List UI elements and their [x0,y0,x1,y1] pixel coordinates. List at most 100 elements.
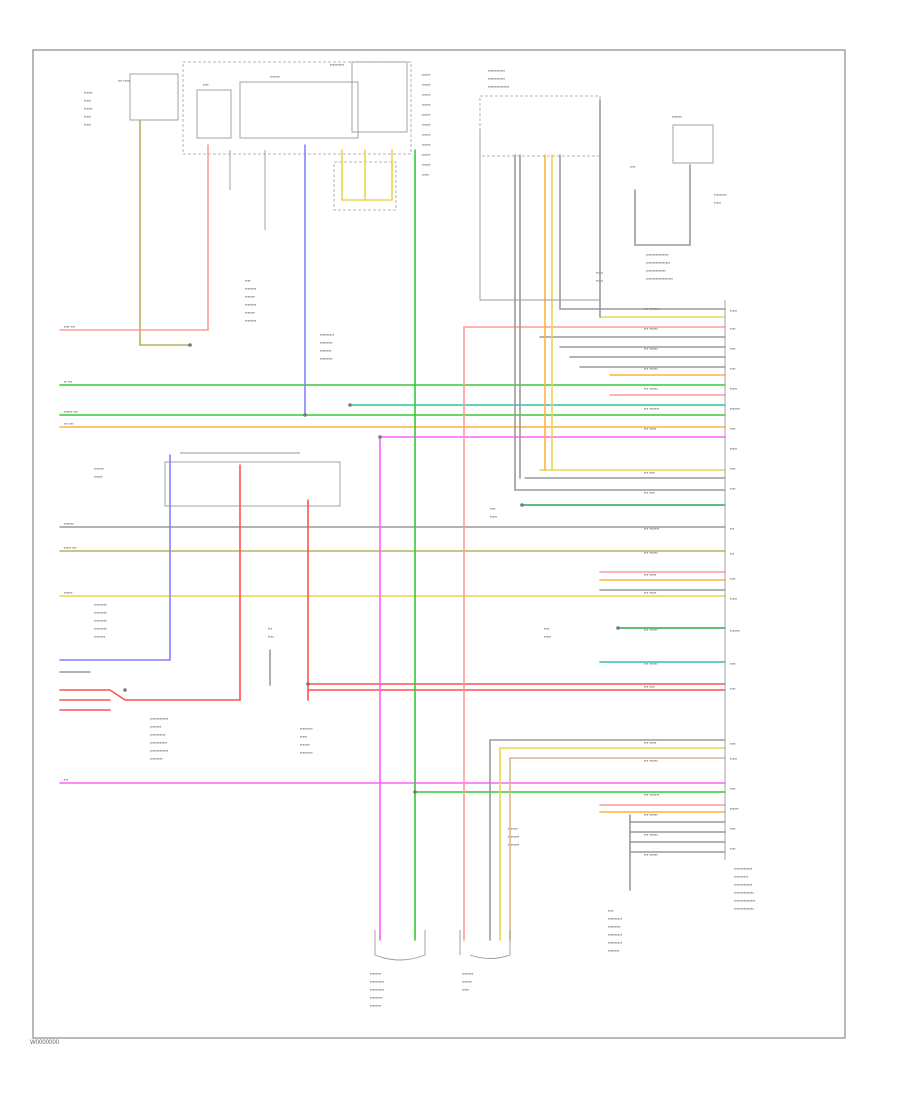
note: ▪▪▪▪▪▪▪▪▪▪ [330,62,345,67]
label: ▪▪▪ ▪▪▪▪▪ [644,740,657,745]
note: ▪▪▪▪▪▪ [422,72,431,77]
pin: ▪▪▪▪ [730,346,736,351]
note: ▪▪▪▪ [630,164,636,169]
pin: ▪▪▪▪▪▪▪ [730,628,741,633]
middle-relay-box [164,461,341,507]
note: ▪▪▪ [268,626,273,631]
wire [341,149,393,201]
note: ▪▪▪▪▪▪ [422,152,431,157]
pin: ▪▪▪▪▪ [730,446,738,451]
note: ▪▪▪▪▪▪▪▪ [150,724,162,729]
pin: ▪▪▪▪ [730,426,736,431]
ground-wires [341,149,393,201]
label: ▪▪▪ ▪▪▪▪▪▪ [644,550,658,555]
note: ▪▪▪▪▪▪▪▪▪▪▪▪▪▪▪ [488,84,510,89]
splice [348,403,352,407]
note: ▪▪▪ ▪▪▪▪▪ [118,78,131,83]
pin: ▪▪▪▪▪▪▪ [730,406,741,411]
label: ▪▪▪▪▪▪ ▪▪▪ [64,409,78,414]
note: ▪▪▪▪▪▪▪▪ [245,302,257,307]
pin: ▪▪▪▪ [730,686,736,691]
note: ▪▪▪▪▪▪▪▪▪▪▪▪▪ [734,882,753,887]
splice [520,503,524,507]
vertical-wires [59,99,691,941]
label: ▪▪▪ ▪▪▪▪▪ [644,426,657,431]
pin: ▪▪▪ [730,526,735,531]
note: ▪▪▪▪▪ [84,122,92,127]
label: ▪▪▪ ▪▪▪ [64,421,74,426]
note: ▪▪▪▪▪▪▪ [300,742,311,747]
wire [634,164,691,246]
note: ▪▪▪▪▪▪▪▪▪▪▪▪▪ [150,716,169,721]
note: ▪▪▪▪▪▪▪▪▪▪▪▪ [150,740,168,745]
splice [378,435,382,439]
note: ▪▪▪▪▪▪ [422,122,431,127]
note: ▪▪▪▪▪ [84,98,92,103]
note: ▪▪▪▪▪▪▪▪▪▪ [608,916,623,921]
note: ▪▪▪▪▪▪▪▪▪▪▪▪▪ [734,866,753,871]
note: ▪▪▪▪▪▪▪▪▪ [150,756,163,761]
pin: ▪▪▪▪ [730,466,736,471]
pin: ▪▪▪▪▪ [730,596,738,601]
note: ▪▪▪▪▪▪ [84,106,93,111]
wire [479,130,600,301]
note: ▪▪▪▪▪▪ [422,162,431,167]
note: ▪▪▪▪▪ [84,114,92,119]
note: ▪▪▪▪▪▪▪▪▪▪ [608,932,623,937]
note: ▪▪▪▪▪ [422,172,430,177]
note: ▪▪▪▪▪▪▪▪▪▪ [370,987,385,992]
label: ▪▪▪ ▪▪▪▪▪▪▪ [644,526,660,531]
horizontal-wires [59,308,726,853]
note: ▪▪▪▪▪▪▪▪▪ [320,356,333,361]
label: ▪▪▪ ▪▪▪▪ [644,490,656,495]
note: ▪▪▪▪▪▪ [422,102,431,107]
pin: ▪▪▪▪ [730,786,736,791]
note: ▪▪▪▪▪▪▪▪▪▪ [370,979,385,984]
switch-box-right [479,95,601,157]
module-box-a [196,89,232,139]
note: ▪▪▪▪▪ [462,987,470,992]
note: ▪▪▪▪▪▪▪▪▪ [94,618,107,623]
note: ▪▪▪▪▪▪▪▪ [370,971,382,976]
module-box-b [239,81,359,139]
splice [306,682,310,686]
note: ▪▪▪▪▪▪▪▪▪▪▪▪▪ [150,748,169,753]
note: ▪▪▪▪▪▪▪▪▪▪▪▪ [488,68,506,73]
pin: ▪▪▪▪▪▪ [730,806,739,811]
note: ▪▪▪▪▪▪▪▪ [508,834,520,839]
note: ▪▪▪▪▪▪▪▪ [94,634,106,639]
note: ▪▪▪▪▪▪ [422,112,431,117]
note: ▪▪▪▪ [245,278,251,283]
top-components [129,61,714,507]
note: ▪▪▪▪▪▪ [422,82,431,87]
sensor-connector [374,930,426,961]
pin: ▪▪▪▪ [730,576,736,581]
note: ▪▪▪▪▪▪▪▪ [370,1003,382,1008]
note: ▪▪▪▪ [268,634,274,639]
note: ▪▪▪▪▪▪▪▪▪▪ [608,940,623,945]
wire [59,689,241,701]
pin: ▪▪▪▪ [730,661,736,666]
label: ▪▪▪ ▪▪▪▪ [644,470,656,475]
pin: ▪▪▪ [730,551,735,556]
note: ▪▪▪▪▪▪▪▪▪▪▪▪▪▪▪ [734,898,756,903]
note: ▪▪▪▪ [608,908,614,913]
relay-box-left [129,73,179,121]
pin: ▪▪▪▪▪ [730,756,738,761]
bottom-components [374,930,511,961]
note: ▪▪▪▪ [544,626,550,631]
note: ▪▪▪▪▪▪▪▪▪▪ [320,332,335,337]
label: ▪▪▪▪▪▪ [64,590,73,595]
fuse-panel-box [182,61,412,155]
note: ▪▪▪▪▪ [714,200,722,205]
label: ▪▪▪ ▪▪▪▪ [644,684,656,689]
splice [303,413,307,417]
label: ▪▪▪ ▪▪▪▪▪▪ [644,366,658,371]
pin: ▪▪▪▪ [730,366,736,371]
note: ▪▪▪▪▪▪▪▪▪ [608,924,621,929]
wire [139,144,209,331]
note: ▪▪▪▪▪▪ [422,92,431,97]
pin: ▪▪▪▪▪ [730,308,738,313]
label: ▪▪▪ ▪▪▪▪▪▪ [644,386,658,391]
thin-wires [180,130,600,454]
